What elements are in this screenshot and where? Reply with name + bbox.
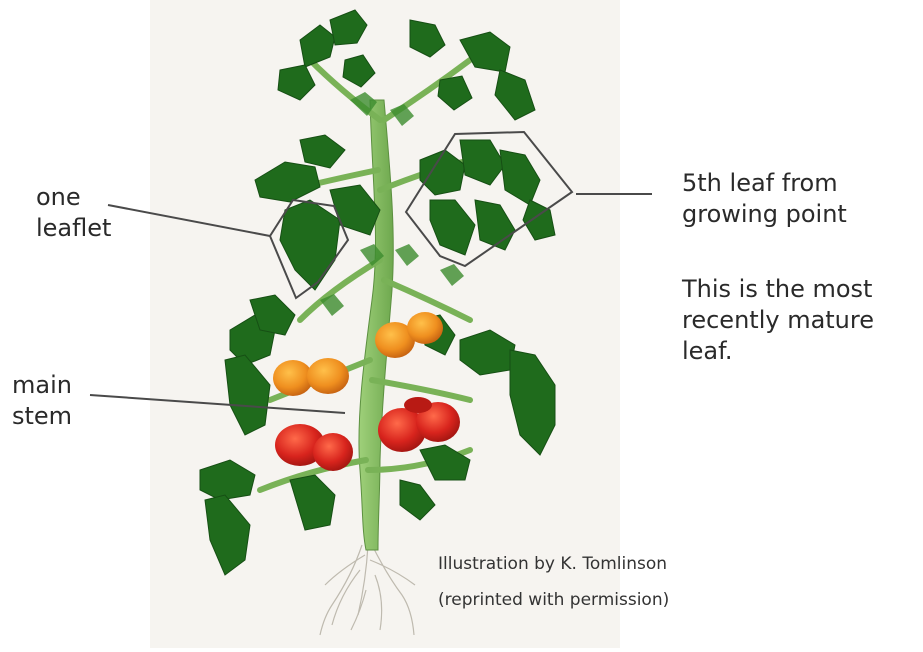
label-line: 5th leaf from xyxy=(682,168,847,199)
label-one-leaflet: one leaflet xyxy=(36,182,111,244)
label-note: This is the most recently mature leaf. xyxy=(682,274,874,367)
tomato-orange xyxy=(273,360,313,396)
label-line: This is the most xyxy=(682,274,874,305)
tomato-red xyxy=(313,433,353,471)
label-line: leaflet xyxy=(36,213,111,244)
label-line: main xyxy=(12,370,72,401)
label-line: one xyxy=(36,182,111,213)
label-fifth-leaf: 5th leaf from growing point xyxy=(682,168,847,230)
label-line: recently mature xyxy=(682,305,874,336)
label-line: leaf. xyxy=(682,336,874,367)
label-line: growing point xyxy=(682,199,847,230)
label-line: stem xyxy=(12,401,72,432)
tomato-orange xyxy=(407,312,443,344)
tomato-orange xyxy=(307,358,349,394)
illustration-credit: Illustration by K. Tomlinson (reprinted … xyxy=(438,553,669,611)
label-main-stem: main stem xyxy=(12,370,72,432)
tomato-red xyxy=(404,397,432,413)
credit-line: (reprinted with permission) xyxy=(438,589,669,611)
credit-line: Illustration by K. Tomlinson xyxy=(438,553,669,575)
